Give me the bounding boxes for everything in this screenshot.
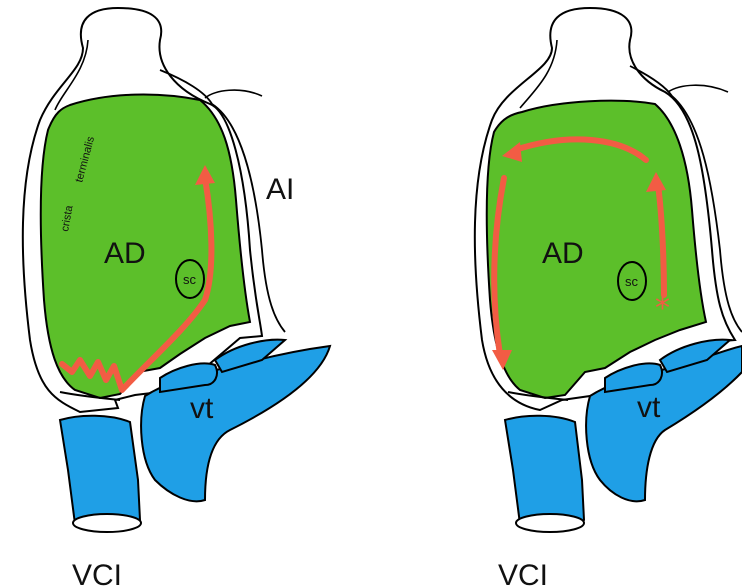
right-atrium-neck-top <box>668 85 728 92</box>
left-panel: AD sc vt AI VCI crista terminalis <box>23 8 330 588</box>
left-atrium-label: AD <box>104 237 146 270</box>
right-atrium-label: AD <box>542 237 584 270</box>
right-panel: * AD sc vt VCI <box>475 8 742 588</box>
right-vena-cava-opening <box>516 514 584 532</box>
right-vena-cava <box>505 416 584 529</box>
left-sc-label: sc <box>183 272 197 287</box>
left-vci-label: VCI <box>72 559 122 588</box>
left-vena-cava-opening <box>73 514 141 532</box>
right-origin-marker: * <box>655 291 670 326</box>
right-ventricle-label: vt <box>637 391 661 424</box>
left-ventricle-label: vt <box>190 392 214 425</box>
left-atrium-ai-label: AI <box>266 173 294 206</box>
right-vci-label: VCI <box>498 559 548 588</box>
left-atrium-neck-top <box>205 90 262 98</box>
right-sc-label: sc <box>625 274 639 289</box>
left-vena-cava <box>60 416 140 529</box>
